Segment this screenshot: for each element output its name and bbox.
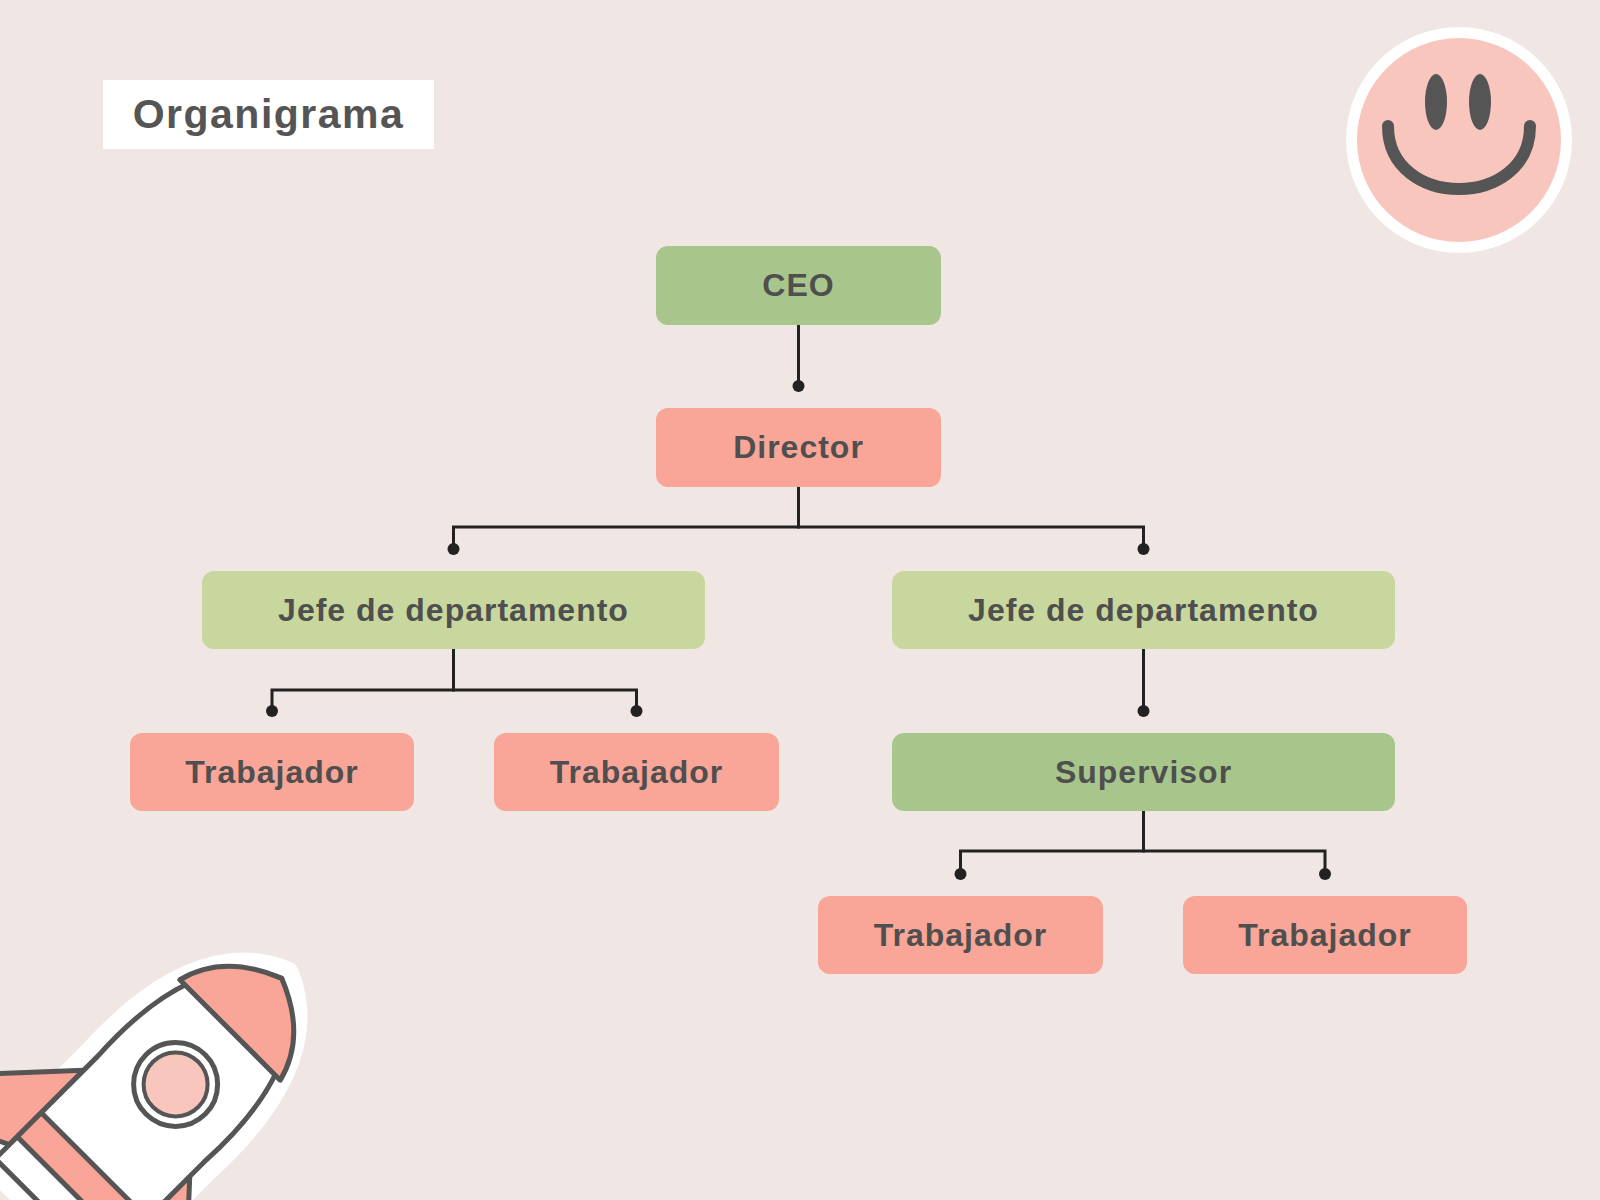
smiley-eye: [1425, 74, 1447, 130]
connector-line: [799, 487, 1144, 549]
connector-dot: [793, 380, 805, 392]
connector-line: [1142, 649, 1145, 711]
org-connector: [1144, 811, 1332, 880]
connector-dot: [631, 705, 643, 717]
org-connector: [793, 325, 805, 392]
box-label: Director: [733, 429, 864, 466]
connector-line: [454, 649, 637, 711]
org-box: Jefe de departamento: [892, 571, 1395, 649]
connector-line: [1144, 811, 1326, 874]
box-label: CEO: [762, 267, 834, 304]
rocket-window: [130, 1039, 221, 1130]
connector-dot: [266, 705, 278, 717]
rocket-illustration: [0, 879, 381, 1200]
org-box: Supervisor: [892, 733, 1395, 811]
connector-dot: [1319, 868, 1331, 880]
org-box: Trabajador: [494, 733, 779, 811]
connector-dot: [448, 543, 460, 555]
org-connector: [448, 487, 799, 555]
smiley-face: [1346, 27, 1572, 253]
org-connector: [454, 649, 643, 717]
box-label: Trabajador: [550, 754, 724, 791]
connector-dot: [1138, 543, 1150, 555]
title-box: Organigrama: [103, 80, 434, 149]
smiley-eye: [1469, 74, 1491, 130]
rocket-outline: [0, 918, 342, 1200]
org-connector: [955, 811, 1144, 880]
title-text: Organigrama: [133, 91, 405, 138]
connector-line: [961, 811, 1144, 874]
rocket-window-ring: [116, 1025, 235, 1144]
org-box: Trabajador: [818, 896, 1103, 974]
smiley-ring: [1346, 27, 1572, 253]
rocket-body: [0, 925, 335, 1200]
connector-line: [272, 649, 454, 711]
connector-dot: [955, 868, 967, 880]
org-box: Jefe de departamento: [202, 571, 705, 649]
smiley-mouth: [1388, 126, 1530, 189]
box-label: Trabajador: [1238, 917, 1412, 954]
box-label: Trabajador: [185, 754, 359, 791]
box-label: Trabajador: [874, 917, 1048, 954]
org-box: Director: [656, 408, 941, 487]
box-label: Jefe de departamento: [968, 592, 1319, 629]
org-connector: [266, 649, 454, 717]
org-box: Trabajador: [1183, 896, 1467, 974]
org-connector: [799, 487, 1150, 555]
smiley-disc: [1357, 38, 1561, 242]
rocket-band: [17, 1113, 147, 1200]
box-label: Supervisor: [1055, 754, 1232, 791]
org-connector: [1138, 649, 1150, 717]
org-box: Trabajador: [130, 733, 414, 811]
org-box: CEO: [656, 246, 941, 325]
connector-line: [797, 325, 800, 386]
connector-line: [454, 487, 799, 549]
box-label: Jefe de departamento: [278, 592, 629, 629]
connector-dot: [1138, 705, 1150, 717]
